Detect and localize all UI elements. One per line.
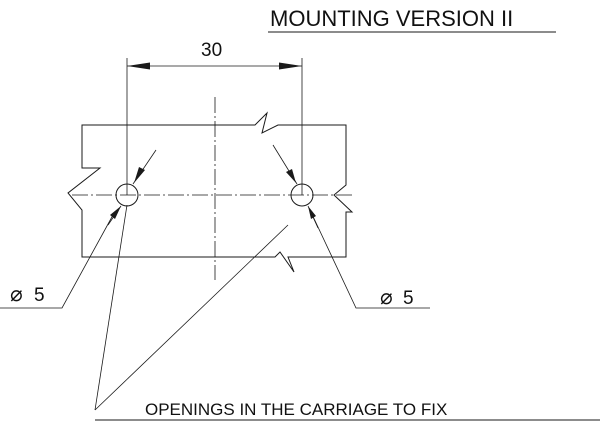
hole-right (290, 183, 314, 207)
drawing-title: MOUNTING VERSION II (270, 6, 513, 31)
diameter-right-value: 5 (403, 288, 414, 309)
carriage-outline (67, 111, 354, 273)
dimension-value: 30 (201, 40, 222, 61)
diameter-arrows-left (107, 149, 157, 226)
diameter-left-symbol: ⌀ (10, 283, 23, 306)
arrowhead-right (279, 62, 302, 70)
arrowhead-left (127, 62, 150, 70)
diameter-left-value: 5 (34, 285, 45, 306)
diameter-right-symbol: ⌀ (380, 286, 393, 309)
leader-right-diameter (309, 209, 430, 309)
leader-left-diameter (0, 214, 114, 309)
dimension-30: 30 (126, 40, 303, 195)
openings-note: OPENINGS IN THE CARRIAGE TO FIX (145, 400, 447, 419)
note-leaders (94, 204, 289, 411)
